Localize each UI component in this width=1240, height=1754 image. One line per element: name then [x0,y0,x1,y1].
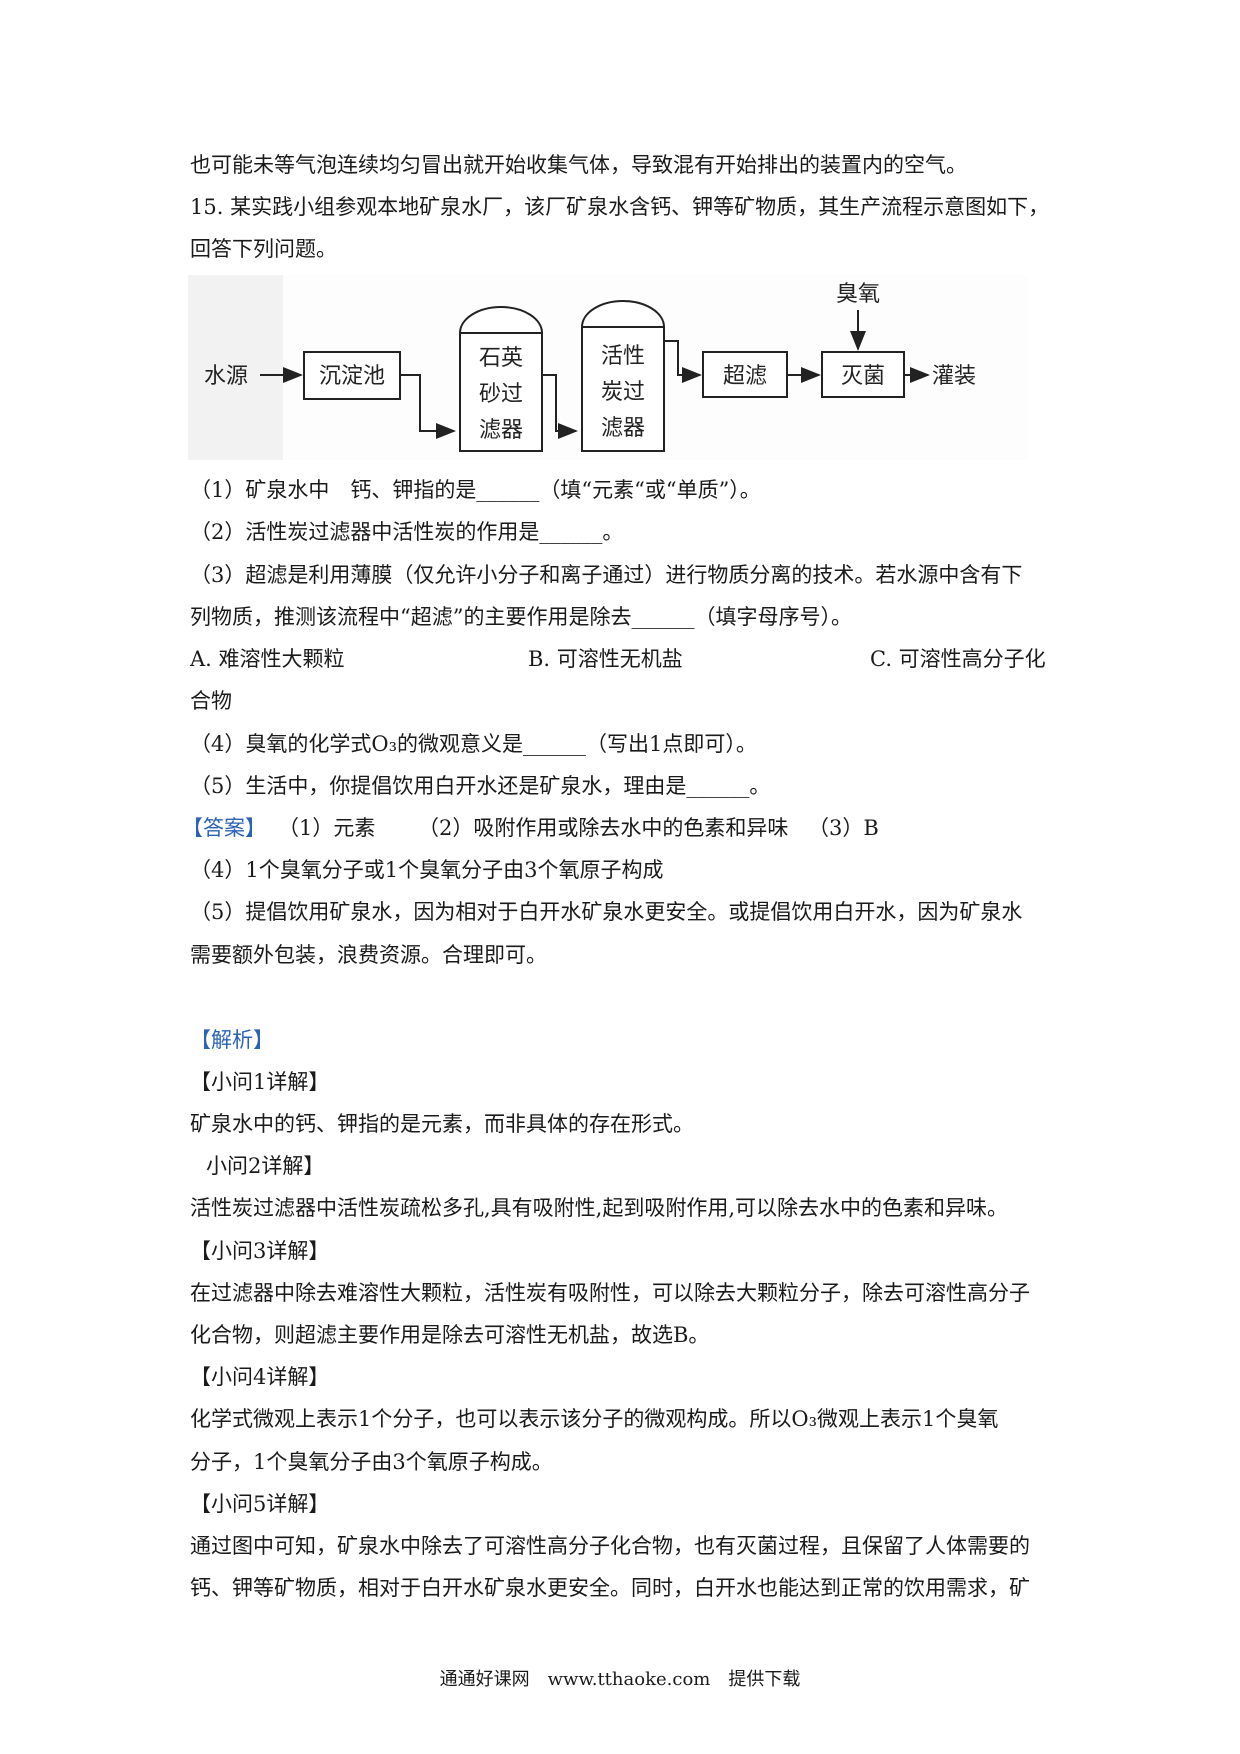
text-line: 列物质，推测该流程中“超滤”的主要作用是除去______（填字母序号）。 [190,605,852,629]
sterilize-label: 灭菌 [841,364,885,389]
carbon-label-2: 炭过 [601,380,645,405]
answer-3: （3）B [808,816,879,840]
sediment-label: 沉淀池 [319,364,385,389]
text-line: 回答下列问题。 [190,237,337,261]
ozone-label: 臭氧 [836,282,880,307]
text-line: 通过图中可知，矿泉水中除去了可溶性高分子化合物，也有灭菌过程，且保留了人体需要的 [190,1534,1030,1558]
text-line: 钙、钾等矿物质，相对于白开水矿泉水更安全。同时，白开水也能达到正常的饮用需求，矿 [190,1576,1030,1600]
carbon-label-1: 活性 [601,344,645,369]
carbon-label-3: 滤器 [601,416,645,441]
text-line: 在过滤器中除去难溶性大颗粒，活性炭有吸附性，可以除去大颗粒分子，除去可溶性高分子 [190,1281,1030,1305]
q4-heading: 【小问4详解】 [190,1365,330,1389]
quartz-label-3: 滤器 [479,418,523,443]
option-b: B. 可溶性无机盐 [528,647,683,671]
answer-5: （5）提倡饮用矿泉水，因为相对于白开水矿泉水更安全。或提倡饮用白开水，因为矿泉水 [190,900,1023,924]
text-line: 需要额外包装，浪费资源。合理即可。 [190,943,547,967]
quartz-filter-vessel [459,306,543,452]
sub-question-1: （1）矿泉水中 钙、钾指的是______（填“元素“或“单质”）。 [190,478,761,502]
text-line: 合物 [190,689,232,713]
text-line: 分子，1个臭氧分子由3个氧原子构成。 [190,1450,553,1474]
fill-label: 灌装 [932,364,976,389]
answer-tag: 【答案】 [182,816,266,840]
analysis-heading: 【解析】 [190,1028,274,1052]
process-flow-diagram: 水源 沉淀池 石英 砂过 滤器 活性 炭过 滤器 超滤 灭菌 臭氧 灌装 [188,275,1028,460]
sediment-tank-box [303,351,401,400]
source-label: 水源 [204,364,248,389]
text-line: 也可能未等气泡连续均匀冒出就开始收集气体，导致混有开始排出的装置内的空气。 [190,153,967,177]
ultra-label: 超滤 [723,364,767,389]
question-15-stem: 15. 某实践小组参观本地矿泉水厂，该厂矿泉水含钙、钾等矿物质，其生产流程示意图… [190,195,1050,219]
text-line: 活性炭过滤器中活性炭疏松多孔,具有吸附性,起到吸附作用,可以除去水中的色素和异味… [190,1196,1009,1220]
sub-question-4: （4）臭氧的化学式O₃的微观意义是______（写出1点即可）。 [190,732,757,756]
sub-question-3: （3）超滤是利用薄膜（仅允许小分子和离子通过）进行物质分离的技术。若水源中含有下 [190,563,1023,587]
text-line: 化合物，则超滤主要作用是除去可溶性无机盐，故选B。 [190,1323,710,1347]
option-a: A. 难溶性大颗粒 [190,647,345,671]
sub-question-5: （5）生活中，你提倡饮用白开水还是矿泉水，理由是______。 [190,774,771,798]
q2-heading: 小问2详解】 [206,1154,325,1178]
q1-heading: 【小问1详解】 [190,1070,330,1094]
answer-2: （2）吸附作用或除去水中的色素和异味 [418,816,789,840]
quartz-label-1: 石英 [479,346,523,371]
sub-question-2: （2）活性炭过滤器中活性炭的作用是______。 [190,520,624,544]
q5-heading: 【小问5详解】 [190,1492,330,1516]
option-c: C. 可溶性高分子化 [870,647,1046,671]
sterilization-box [821,351,905,398]
quartz-label-2: 砂过 [479,382,523,407]
q3-heading: 【小问3详解】 [190,1239,330,1263]
carbon-filter-vessel [581,300,665,452]
text-line: 矿泉水中的钙、钾指的是元素，而非具体的存在形式。 [190,1112,694,1136]
page-footer: 通通好课网 www.tthaoke.com 提供下载 [439,1669,801,1690]
text-line: 化学式微观上表示1个分子，也可以表示该分子的微观构成。所以O₃微观上表示1个臭氧 [190,1407,999,1431]
answer-4: （4）1个臭氧分子或1个臭氧分子由3个氧原子构成 [190,858,664,882]
answer-1: （1）元素 [278,816,376,840]
ultrafiltration-box [702,351,788,398]
